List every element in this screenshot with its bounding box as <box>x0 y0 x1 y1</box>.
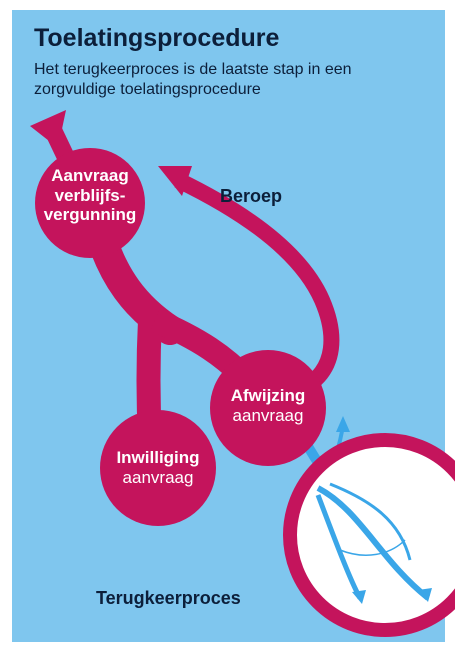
inwilliging-line-2: aanvraag <box>122 467 194 487</box>
aanvraag-line-3: vergunning <box>43 205 137 225</box>
inwilliging-label: Inwilliging aanvraag <box>98 448 218 487</box>
afwijzing-label: Afwijzing aanvraag <box>208 386 328 425</box>
aanvraag-line-1: Aanvraag <box>51 166 129 185</box>
terugkeer-label: Terugkeerproces <box>96 588 241 608</box>
node-aanvraag <box>35 148 145 258</box>
page-subtitle: Het terugkeerproces is de laatste stap i… <box>34 61 352 98</box>
aanvraag-line-2: verblijfs- <box>54 185 126 205</box>
strand-arrow-2 <box>352 590 366 604</box>
beroep-label: Beroep <box>220 186 283 206</box>
node-afwijzing <box>210 350 326 466</box>
inwilliging-line-1: Inwilliging <box>116 448 200 467</box>
exit-arrowhead <box>30 110 66 148</box>
return-strand-d <box>339 539 406 556</box>
page-title: Toelatingsprocedure <box>34 24 280 52</box>
return-strand-a <box>316 485 430 601</box>
aanvraag-label: Aanvraag verblijfs- vergunning <box>30 166 150 225</box>
node-inwilliging <box>100 410 216 526</box>
return-strand-b <box>329 482 412 561</box>
strand-arrow-1 <box>418 588 432 602</box>
beroep-arrowhead <box>158 166 192 196</box>
afwijzing-line-1: Afwijzing <box>230 386 306 405</box>
beroep-loop <box>174 172 340 398</box>
afwijzing-line-2: aanvraag <box>232 405 304 425</box>
return-arrow-up <box>336 416 350 432</box>
